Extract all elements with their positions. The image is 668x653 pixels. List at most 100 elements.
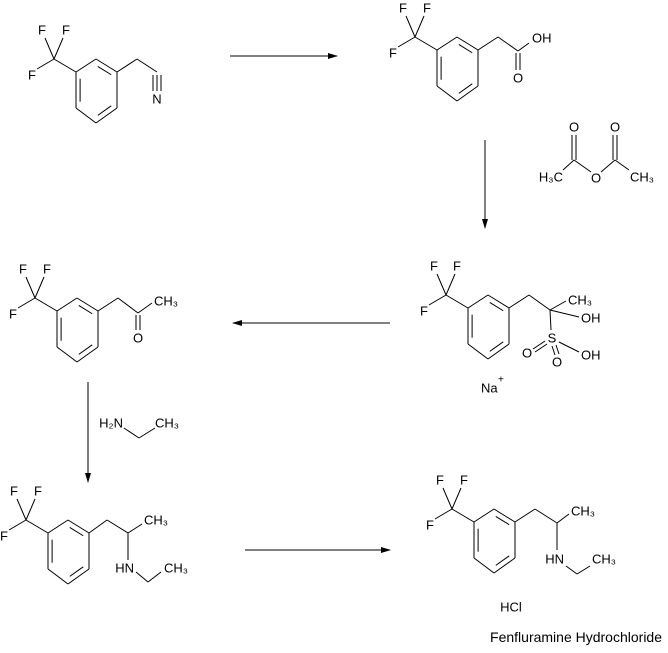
atom-f: F — [62, 23, 70, 38]
bond-cf — [53, 37, 64, 60]
bond — [558, 341, 580, 353]
ring-bond — [493, 557, 516, 574]
bond — [135, 571, 149, 583]
bond — [97, 297, 119, 312]
bond — [117, 297, 139, 314]
ring-double-bond — [69, 566, 84, 577]
ring-double-bond — [489, 341, 504, 352]
atom-f: F — [460, 473, 468, 488]
atom-o: O — [522, 346, 532, 361]
group-hn: HN — [115, 561, 134, 576]
bond — [88, 519, 108, 534]
atom-f: F — [28, 68, 36, 83]
sodium-ion: Na — [481, 381, 498, 396]
bond — [414, 36, 438, 51]
atom-f: F — [430, 259, 438, 274]
bond — [508, 294, 530, 309]
group-ch3: CH₃ — [592, 552, 616, 567]
bond — [147, 571, 162, 583]
bond — [25, 519, 49, 534]
atom-f: F — [420, 304, 428, 319]
atom-f: F — [0, 529, 8, 544]
ring-double-bond — [489, 302, 504, 312]
group-ch3: CH₃ — [571, 504, 595, 519]
double-bond — [532, 340, 546, 350]
bond — [556, 513, 570, 524]
ring-double-bond — [97, 66, 112, 76]
bond — [565, 565, 578, 575]
ring-bond — [467, 294, 489, 309]
bond — [127, 523, 143, 534]
atom-f: F — [423, 1, 431, 16]
bond-cf — [451, 487, 462, 510]
bond-cf — [44, 37, 55, 60]
bond — [614, 159, 630, 171]
bond — [477, 36, 499, 51]
bond — [116, 58, 138, 73]
double-bond — [551, 345, 556, 356]
ring-bond — [473, 508, 495, 523]
ring-double-bond — [458, 83, 473, 94]
ring-double-bond — [78, 344, 93, 355]
group-ch3: CH₃ — [154, 294, 178, 309]
atom-o: O — [552, 355, 562, 370]
ring-bond — [436, 85, 458, 102]
group-hn: HN — [545, 552, 564, 567]
bond-cf — [16, 498, 27, 521]
atom-n: N — [152, 92, 161, 107]
bond — [562, 159, 575, 171]
ring-double-bond — [495, 516, 510, 526]
atom-f: F — [426, 518, 434, 533]
bond-cf — [428, 294, 447, 306]
ring-double-bond — [458, 44, 473, 54]
reagent-ethylamine: H₂N CH₃ — [99, 416, 179, 431]
double-bond — [534, 343, 548, 353]
ring-bond — [467, 343, 489, 360]
ring-bond — [493, 508, 516, 523]
bond-cf — [17, 297, 36, 309]
group-oh: OH — [581, 311, 601, 326]
bond — [34, 297, 58, 312]
bond — [106, 519, 129, 534]
bond — [576, 565, 591, 575]
ring-double-bond — [495, 555, 510, 566]
molecule-trifluoromethylphenylacetone: F F F CH₃ O — [9, 262, 178, 346]
bonds — [8, 15, 630, 585]
group-ch3: CH₃ — [155, 416, 179, 431]
ring-bond — [95, 107, 118, 124]
group-ch3: CH₃ — [630, 170, 654, 185]
atom-s: S — [548, 331, 557, 346]
bond — [549, 309, 552, 331]
group-ch3: CH₃ — [144, 513, 168, 528]
atom-o: O — [133, 331, 143, 346]
ring-bond — [487, 294, 510, 309]
product-name: Fenfluramine Hydrochloride — [490, 629, 662, 645]
bond — [528, 294, 551, 311]
bond-cf — [397, 36, 416, 48]
group-ch3: CH₃ — [568, 293, 592, 308]
bond-cf — [442, 487, 453, 510]
atom-f: F — [399, 1, 407, 16]
atom-f: F — [43, 262, 51, 277]
bond — [549, 309, 580, 318]
ring-bond — [47, 568, 69, 585]
atom-f: F — [9, 307, 17, 322]
molecule-fenfluramine-hydrochloride: F F F CH₃ HN CH₃ HCl — [426, 473, 616, 615]
atom-o: O — [513, 71, 523, 86]
atom-o: O — [610, 120, 620, 135]
atom-f: F — [10, 484, 18, 499]
atom-f: F — [38, 23, 46, 38]
hydrochloride-label: HCl — [500, 600, 522, 615]
bond-cf — [36, 58, 55, 70]
bond — [137, 302, 153, 314]
ring-double-bond — [78, 305, 93, 315]
bond — [451, 508, 475, 523]
bond — [497, 36, 519, 52]
ring-double-bond — [69, 527, 84, 537]
bond — [573, 159, 592, 173]
double-bond — [555, 344, 560, 355]
molecule-fenfluramine: F F F CH₃ HN CH₃ — [0, 484, 188, 576]
ring-bond — [76, 346, 99, 363]
charge-plus: + — [498, 375, 504, 386]
